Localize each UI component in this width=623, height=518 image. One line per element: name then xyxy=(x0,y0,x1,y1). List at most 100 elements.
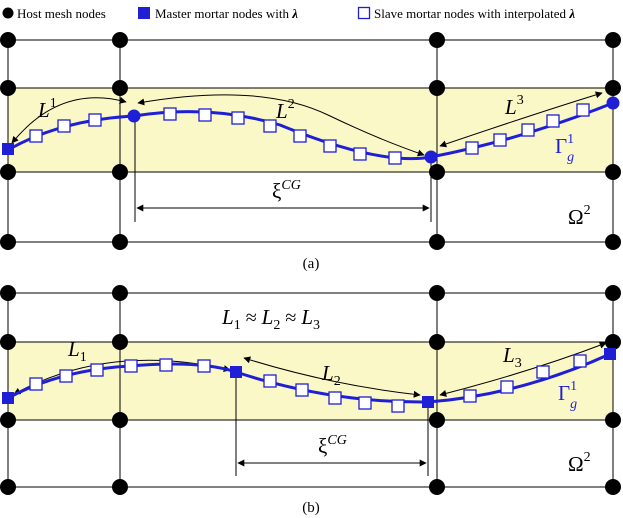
host-node xyxy=(429,285,445,301)
segment-arrow-3 xyxy=(439,341,607,397)
segment-label-2: L2 xyxy=(321,361,341,389)
slave-node xyxy=(90,363,104,377)
master-node xyxy=(604,348,616,360)
host-node xyxy=(429,32,445,48)
slave-node xyxy=(231,111,245,125)
slave-node xyxy=(88,113,102,127)
slave-node xyxy=(263,119,277,133)
host-node xyxy=(0,80,16,96)
slave-node xyxy=(353,147,367,161)
host-node xyxy=(0,164,16,180)
host-node xyxy=(429,479,445,495)
legend-master-lambda: λ xyxy=(291,6,298,21)
slave-node xyxy=(388,151,402,165)
host-node xyxy=(605,334,621,350)
segment-arrow-3 xyxy=(439,91,603,148)
omega-label: Ω2 xyxy=(568,203,591,229)
slave-node xyxy=(358,396,372,410)
slave-node xyxy=(263,374,277,388)
segment-label-3: L3 xyxy=(504,93,524,119)
host-node xyxy=(605,80,621,96)
host-node xyxy=(112,334,128,350)
host-node xyxy=(429,334,445,350)
svg-text:Slave mortar nodes with interp: Slave mortar nodes with interpolated λ xyxy=(374,6,575,21)
host-nodes xyxy=(0,285,621,495)
slave-node xyxy=(295,383,309,397)
legend-master-label: Master mortar nodes with xyxy=(155,6,292,21)
master-node xyxy=(422,396,434,408)
host-node xyxy=(429,164,445,180)
caption-b: (b) xyxy=(302,500,320,516)
host-node xyxy=(605,32,621,48)
slave-node xyxy=(391,399,405,413)
svg-text:Master mortar nodes with λ: Master mortar nodes with λ xyxy=(155,6,298,21)
host-node xyxy=(112,412,128,428)
host-node xyxy=(605,412,621,428)
slave-node xyxy=(465,141,479,155)
host-node xyxy=(605,164,621,180)
segment-label-1: L1 xyxy=(67,337,87,365)
xi-cg-label: ξCG xyxy=(272,178,301,203)
master-node xyxy=(2,143,14,155)
host-nodes xyxy=(0,32,621,250)
omega-label: Ω2 xyxy=(568,450,591,476)
legend-slave-label: Slave mortar nodes with interpolated xyxy=(374,6,569,21)
slave-node xyxy=(163,107,177,121)
segment-label-1: L1 xyxy=(37,96,57,122)
host-node xyxy=(429,234,445,250)
host-node xyxy=(0,479,16,495)
slave-node xyxy=(293,129,307,143)
slave-node xyxy=(500,380,514,394)
host-node xyxy=(112,164,128,180)
xi-cg-label: ξCG xyxy=(318,433,347,458)
equal-length-equation: L1 ≈ L2 ≈ L3 xyxy=(221,305,320,333)
slave-nodes xyxy=(29,354,587,413)
host-node xyxy=(112,234,128,250)
slave-node xyxy=(546,114,560,128)
slave-node xyxy=(159,358,173,372)
slave-node xyxy=(59,369,73,383)
slave-node xyxy=(493,133,507,147)
host-node xyxy=(112,80,128,96)
segment-label-2: L2 xyxy=(275,97,295,123)
host-node xyxy=(605,479,621,495)
host-node-legend-icon xyxy=(2,7,14,19)
slave-node xyxy=(573,354,587,368)
host-node xyxy=(0,32,16,48)
slave-node xyxy=(576,103,590,117)
master-node-legend-icon xyxy=(138,7,150,19)
slave-node-legend-icon xyxy=(357,6,371,20)
slave-node xyxy=(328,391,342,405)
master-node xyxy=(606,96,620,110)
host-node xyxy=(0,334,16,350)
host-grid xyxy=(7,39,614,243)
slave-node xyxy=(521,123,535,137)
master-node xyxy=(424,150,438,164)
host-node xyxy=(605,285,621,301)
host-node xyxy=(112,32,128,48)
host-node xyxy=(429,412,445,428)
host-node xyxy=(429,80,445,96)
legend-host-label: Host mesh nodes xyxy=(17,6,106,21)
slave-node xyxy=(198,108,212,122)
segment-label-3: L3 xyxy=(502,343,522,371)
master-node xyxy=(127,109,141,123)
host-node xyxy=(605,234,621,250)
segment-arrow-1 xyxy=(11,96,127,144)
slave-nodes xyxy=(29,103,590,165)
host-node xyxy=(0,234,16,250)
slave-node xyxy=(124,359,138,373)
host-node xyxy=(0,412,16,428)
host-node xyxy=(112,479,128,495)
slave-node xyxy=(197,359,211,373)
master-node xyxy=(230,366,242,378)
segment-arrow-2 xyxy=(243,356,421,398)
slave-node xyxy=(323,139,337,153)
legend-slave-lambda: λ xyxy=(568,6,575,21)
segment-arrow-2 xyxy=(137,94,425,157)
caption-a: (a) xyxy=(303,256,320,272)
legend: Host mesh nodes Master mortar nodes with… xyxy=(2,6,575,21)
host-node xyxy=(0,285,16,301)
